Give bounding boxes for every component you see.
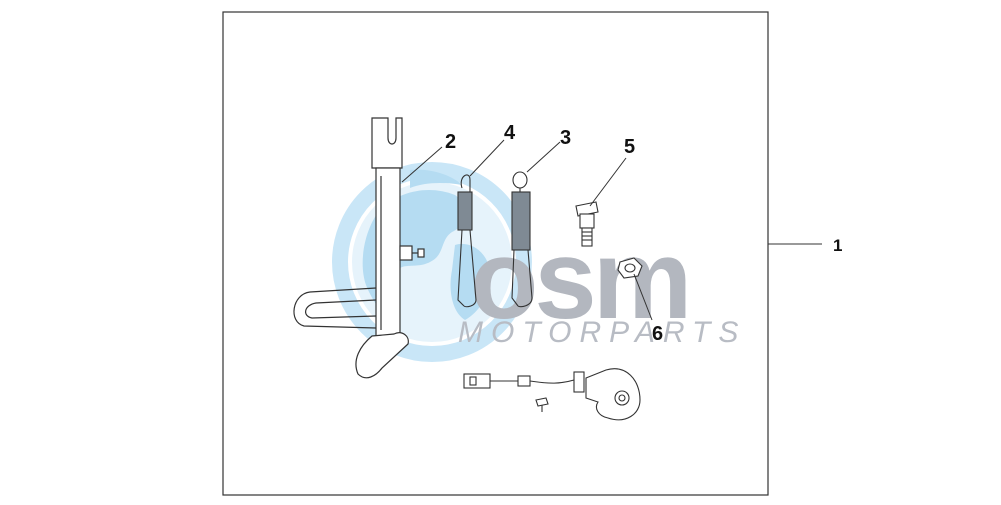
callout-5: 5 (624, 136, 635, 158)
nut-drawing (617, 257, 643, 279)
watermark-motorparts-text: MOTORPARTS (458, 316, 746, 349)
callout-3: 3 (560, 127, 571, 149)
side-stand-drawing (293, 117, 425, 379)
switch-harness-drawing (463, 368, 641, 421)
watermark-brand: osm MOTORPARTS (458, 217, 746, 349)
watermark-brand-text: osm (470, 217, 688, 342)
callout-6: 6 (652, 323, 663, 345)
callout-4: 4 (504, 122, 516, 144)
spring-a-drawing (457, 174, 477, 308)
leader-lines (401, 139, 822, 321)
callout-2: 2 (445, 131, 456, 153)
pivot-bolt-drawing (575, 201, 599, 247)
spring-b-drawing (511, 171, 533, 308)
diagram-frame (222, 11, 769, 496)
assembly-callout-1: 1 (833, 236, 842, 255)
